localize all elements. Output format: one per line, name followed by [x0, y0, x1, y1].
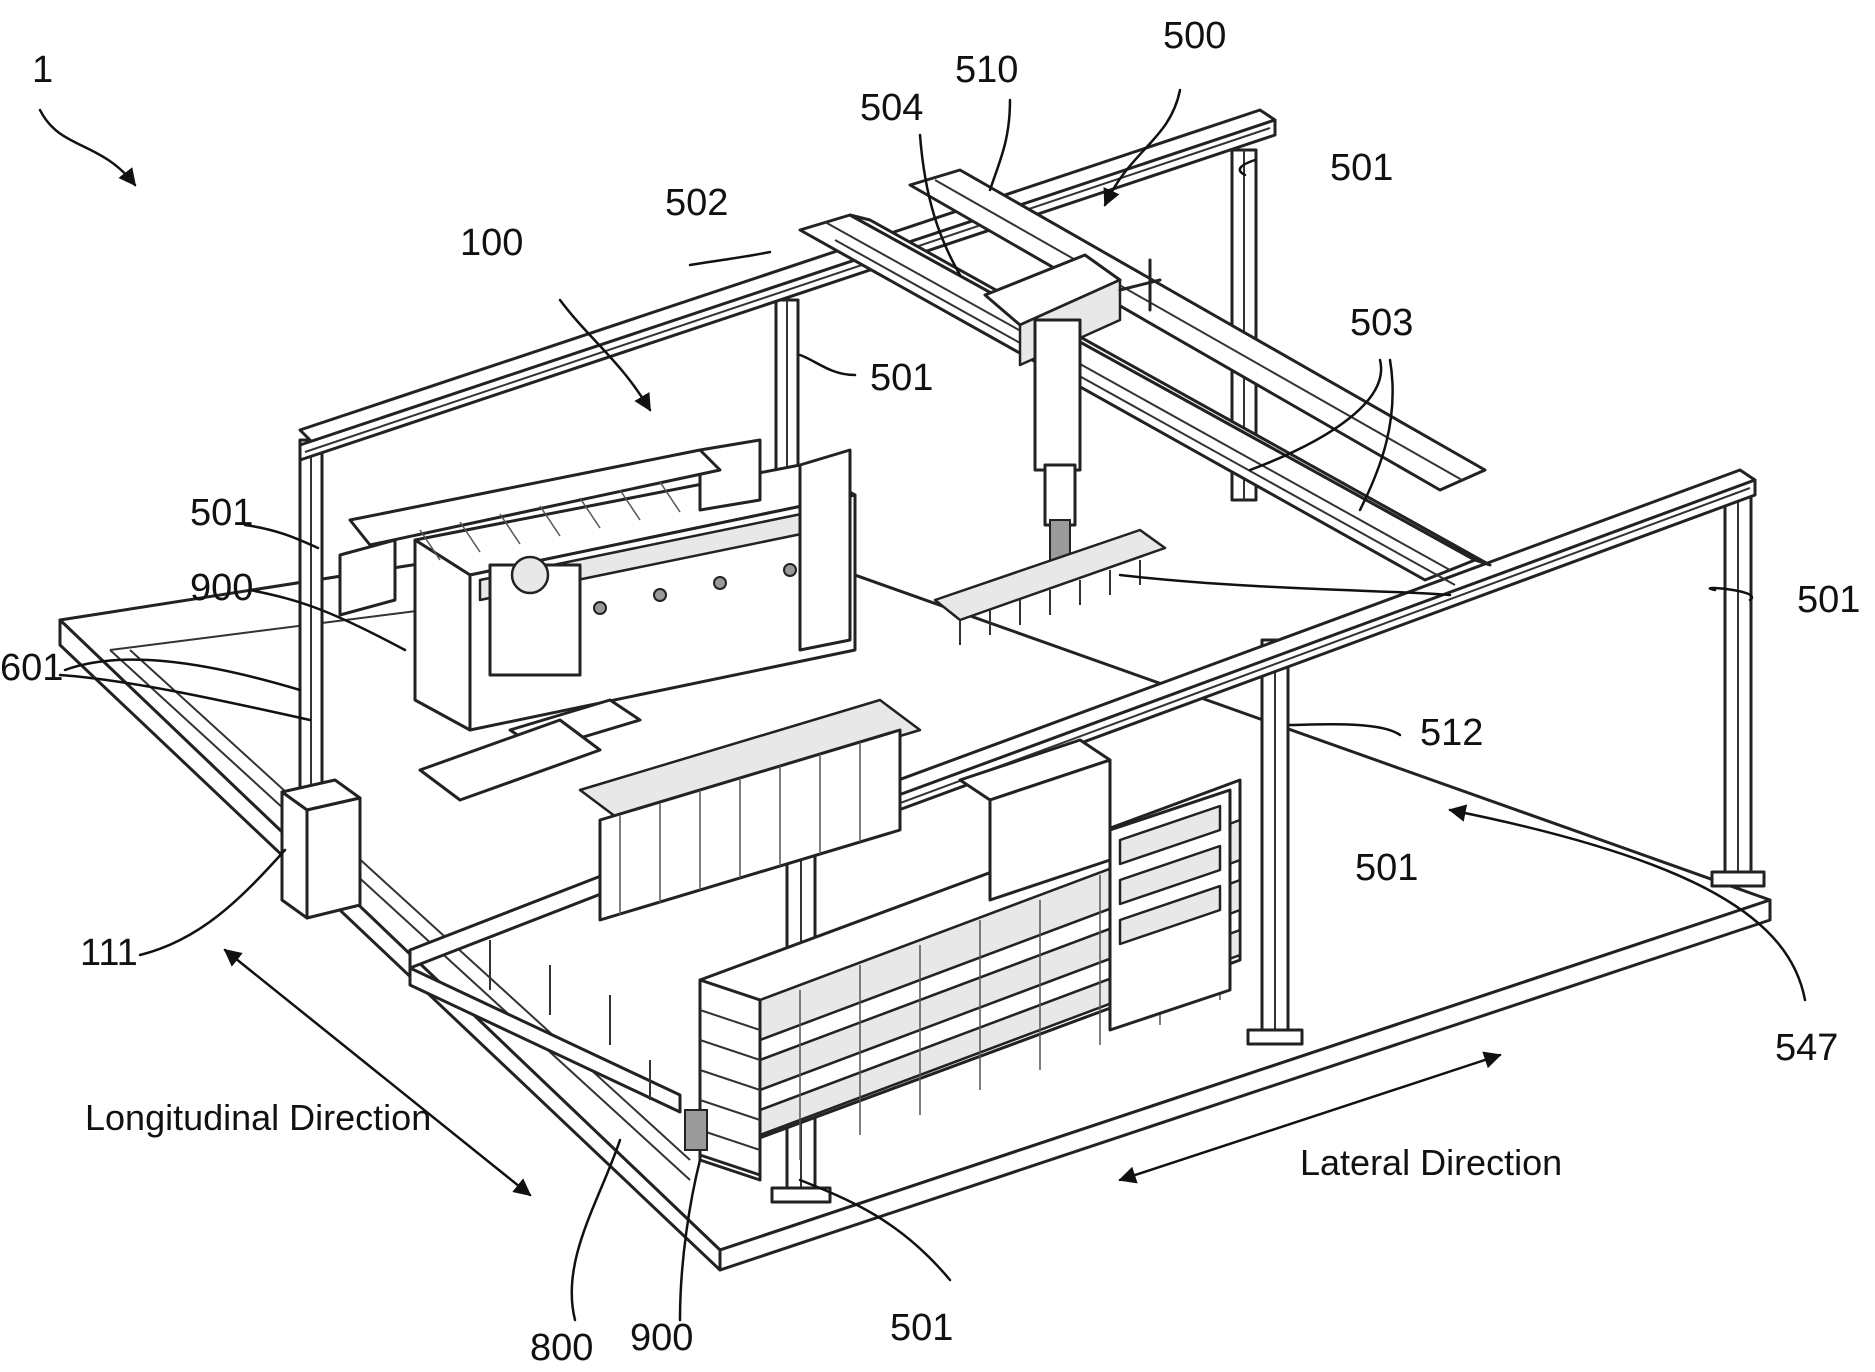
label-800: 800: [530, 1327, 593, 1369]
gantry-column-front-left: [300, 440, 322, 800]
label-500: 500: [1163, 15, 1226, 57]
lateral-direction-label: Lateral Direction: [1300, 1142, 1562, 1183]
control-cabinet: [282, 780, 360, 918]
system-ref-label: 1: [32, 49, 53, 91]
gantry-column-right: [1712, 490, 1764, 886]
label-100: 100: [460, 222, 523, 264]
label-502: 502: [665, 182, 728, 224]
label-501-bottom: 501: [890, 1307, 953, 1349]
label-503: 503: [1350, 302, 1413, 344]
label-501-center: 501: [1355, 847, 1418, 889]
label-501-top-right: 501: [1330, 147, 1393, 189]
longitudinal-direction-label: Longitudinal Direction: [85, 1097, 431, 1138]
label-900-top: 900: [190, 567, 253, 609]
label-547: 547: [1775, 1027, 1838, 1069]
system-reference: 1: [32, 49, 135, 185]
label-601: 601: [0, 647, 63, 689]
label-111: 111: [80, 932, 138, 974]
label-900-bottom: 900: [630, 1317, 693, 1359]
label-501-top-mid: 501: [870, 357, 933, 399]
label-501-left: 501: [190, 492, 253, 534]
label-512: 512: [1420, 712, 1483, 754]
label-501-right: 501: [1797, 579, 1860, 621]
label-504: 504: [860, 87, 923, 129]
label-510: 510: [955, 49, 1018, 91]
